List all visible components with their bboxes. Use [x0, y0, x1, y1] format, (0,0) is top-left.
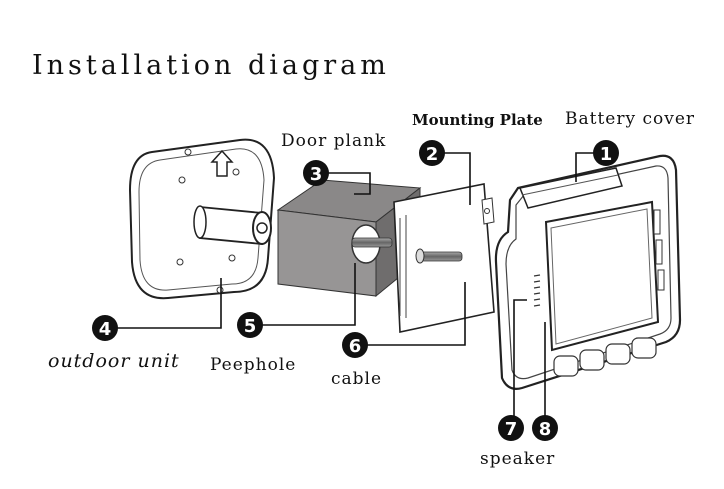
svg-text:7: 7 [505, 419, 518, 440]
label-speaker: speaker [480, 449, 556, 469]
label-peephole: Peephole [210, 355, 297, 375]
indoor-unit [494, 154, 682, 390]
side-buttons [653, 209, 665, 291]
leader-lines [105, 152, 606, 428]
label-mounting-plate: Mounting Plate [412, 111, 543, 129]
marker-2: 2 [419, 140, 445, 166]
marker-8: 8 [532, 415, 558, 441]
svg-text:6: 6 [349, 336, 362, 357]
marker-5: 5 [237, 312, 263, 338]
svg-text:4: 4 [99, 319, 112, 340]
label-cable: cable [331, 369, 383, 389]
diagram-title: Installation diagram [32, 50, 390, 81]
svg-text:1: 1 [600, 144, 613, 165]
label-battery-cover: Battery cover [565, 109, 696, 129]
svg-text:2: 2 [426, 144, 439, 165]
up-arrow-icon [210, 149, 234, 177]
svg-text:3: 3 [310, 164, 323, 185]
label-door-plank: Door plank [281, 131, 387, 151]
svg-text:5: 5 [244, 316, 257, 337]
marker-6: 6 [342, 332, 368, 358]
speaker-grille-icon [533, 274, 541, 307]
marker-4: 4 [92, 315, 118, 341]
svg-text:8: 8 [539, 419, 552, 440]
marker-3: 3 [303, 160, 329, 186]
marker-7: 7 [498, 415, 524, 441]
cable [415, 248, 463, 264]
label-outdoor-unit: outdoor unit [48, 350, 180, 372]
outdoor-unit [128, 138, 276, 300]
marker-1: 1 [593, 140, 619, 166]
cable-rod [351, 237, 393, 248]
control-buttons [553, 337, 657, 377]
